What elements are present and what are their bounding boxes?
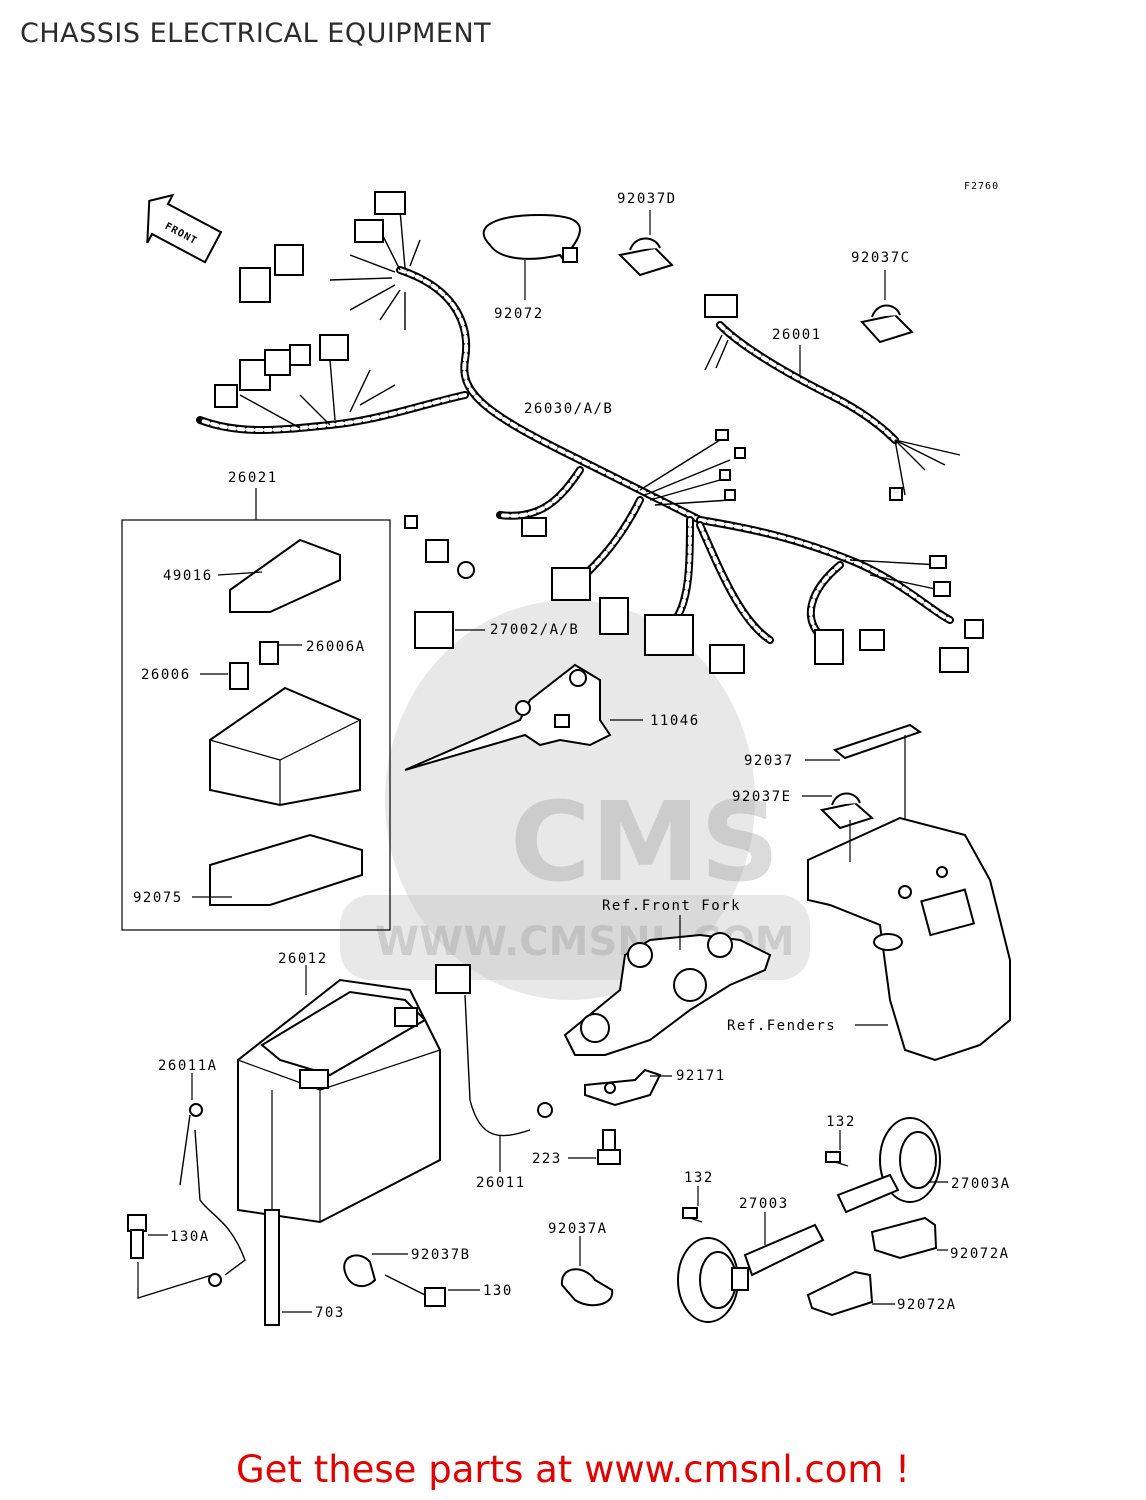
relay-27002 (414, 611, 485, 649)
clamp-92037c (860, 270, 914, 344)
battery-26012 (237, 965, 441, 1224)
label-ref-front-fork: Ref.Front Fork (602, 898, 741, 914)
front-arrow: FRONT (146, 193, 223, 264)
label-92072a-upper: 92072A (950, 1246, 1010, 1262)
label-92171: 92171 (676, 1068, 726, 1084)
label-132-right: 132 (826, 1114, 856, 1130)
label-26012: 26012 (278, 951, 328, 967)
parts-diagram: CMS WWW.CMSNL.COM F2760 FRONT (121, 181, 1011, 1326)
harness-connector (374, 191, 406, 215)
clamp-92037e (802, 792, 874, 830)
bracket-92072a-upper (870, 1216, 948, 1260)
bolt-223 (568, 1129, 621, 1165)
label-92075: 92075 (133, 890, 183, 906)
clamp-92037b (343, 1253, 408, 1288)
horn-27003a (836, 1117, 948, 1214)
clamp-92037a (560, 1236, 614, 1307)
label-92037e: 92037E (732, 789, 792, 805)
fuse-box-group (121, 488, 391, 931)
main-harness (196, 191, 984, 674)
bracket-92072a-lower (806, 1270, 895, 1317)
bracket-92171 (584, 1068, 672, 1107)
footer-banner: Get these parts at www.cmsnl.com ! (235, 1448, 910, 1491)
label-26011: 26011 (476, 1175, 526, 1191)
label-26006a: 26006A (306, 639, 366, 655)
label-132-left: 132 (684, 1170, 714, 1186)
label-26030: 26030/A/B (524, 401, 613, 417)
label-92037c: 92037C (851, 250, 911, 266)
label-703: 703 (315, 1305, 345, 1321)
bolt-130 (384, 1274, 480, 1307)
label-27003a: 27003A (951, 1176, 1011, 1192)
watermark-brand: CMS (510, 778, 779, 906)
part-labels: 92072 92037D 92037C 26001 26030/A/B 2602… (133, 191, 1011, 1321)
bolt-132a (682, 1186, 703, 1223)
sub-harness-26001 (704, 294, 961, 501)
label-27003: 27003 (739, 1196, 789, 1212)
watermark: CMS WWW.CMSNL.COM (340, 600, 810, 1000)
figure-code: F2760 (964, 181, 999, 192)
label-26011a: 26011A (158, 1058, 218, 1074)
cable-26011a (179, 1073, 246, 1287)
bolt-130a (127, 1214, 213, 1299)
front-fork-bracket (563, 915, 772, 1056)
label-27002: 27002/A/B (490, 622, 579, 638)
label-92037b: 92037B (411, 1247, 471, 1263)
label-92037a: 92037A (548, 1221, 608, 1237)
label-11046: 11046 (650, 713, 700, 729)
label-26021: 26021 (228, 470, 278, 486)
label-49016: 49016 (163, 568, 213, 584)
tube-703 (264, 1090, 312, 1326)
label-26001: 26001 (772, 327, 822, 343)
label-92037: 92037 (744, 753, 794, 769)
label-26006: 26006 (141, 667, 191, 683)
label-92037d: 92037D (617, 191, 677, 207)
rear-fender (807, 816, 1011, 1062)
label-130: 130 (483, 1283, 513, 1299)
label-92072: 92072 (494, 306, 544, 322)
cable-26011 (435, 964, 553, 1172)
clamp-92037d (617, 210, 674, 277)
bracket-11046 (404, 663, 643, 771)
page-title: CHASSIS ELECTRICAL EQUIPMENT (20, 18, 492, 49)
bolt-132b (825, 1130, 849, 1167)
tie-band-92072 (482, 213, 581, 300)
label-ref-fenders: Ref.Fenders (727, 1018, 836, 1034)
label-92072a-lower: 92072A (897, 1297, 957, 1313)
label-223: 223 (532, 1151, 562, 1167)
label-130a: 130A (170, 1229, 210, 1245)
horn-27003 (677, 1212, 825, 1323)
